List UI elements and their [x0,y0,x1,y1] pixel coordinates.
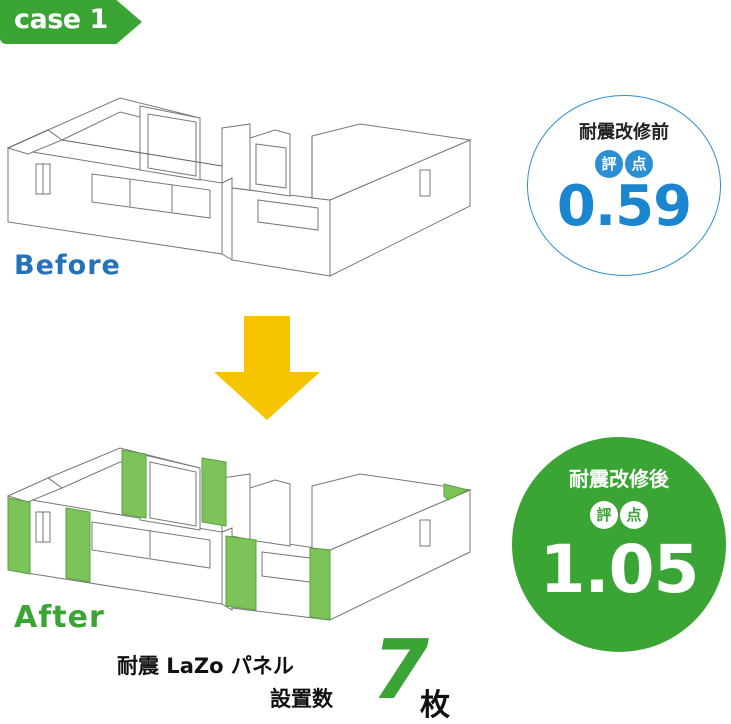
lazo-panel-6 [309,547,331,621]
before-windows [35,113,431,231]
before-badges: 評点 [528,150,720,178]
down-arrow-icon [214,316,320,420]
lazo-panel-5 [225,535,257,611]
after-badge-1: 評 [590,501,618,529]
lazo-panel-4 [201,457,227,527]
after-building-drawing [6,447,472,621]
after-circle-title: 耐震改修後 [569,467,669,491]
lazo-panel-3 [121,449,147,519]
caption-line-1: 耐震 LaZo パネル [117,654,294,678]
case-tag [0,0,142,44]
before-badge-2: 点 [625,150,653,178]
lazo-panel-2 [65,507,91,583]
before-circle-title: 耐震改修前 [579,122,669,143]
panel-count-unit: 枚 [420,688,450,723]
before-building-drawing [6,97,472,277]
after-badges: 評点 [512,501,726,529]
after-score-circle: 耐震改修後 評点 1.05 [512,437,726,652]
before-badge-1: 評 [595,150,623,178]
case-label: case 1 [14,4,108,35]
panel-count: 7 [372,623,430,718]
after-score-value: 1.05 [539,531,700,608]
after-label: After [14,600,105,635]
caption-line-2: 設置数 [270,687,333,711]
lazo-panels [7,449,470,621]
before-label: Before [14,250,121,281]
after-badge-2: 点 [620,501,648,529]
after-windows [35,461,431,583]
before-score-value: 0.59 [556,174,692,239]
before-score-circle: 耐震改修前 評点 0.59 [527,95,721,276]
lazo-panel-1 [7,497,31,575]
lazo-panel-7 [443,483,470,501]
